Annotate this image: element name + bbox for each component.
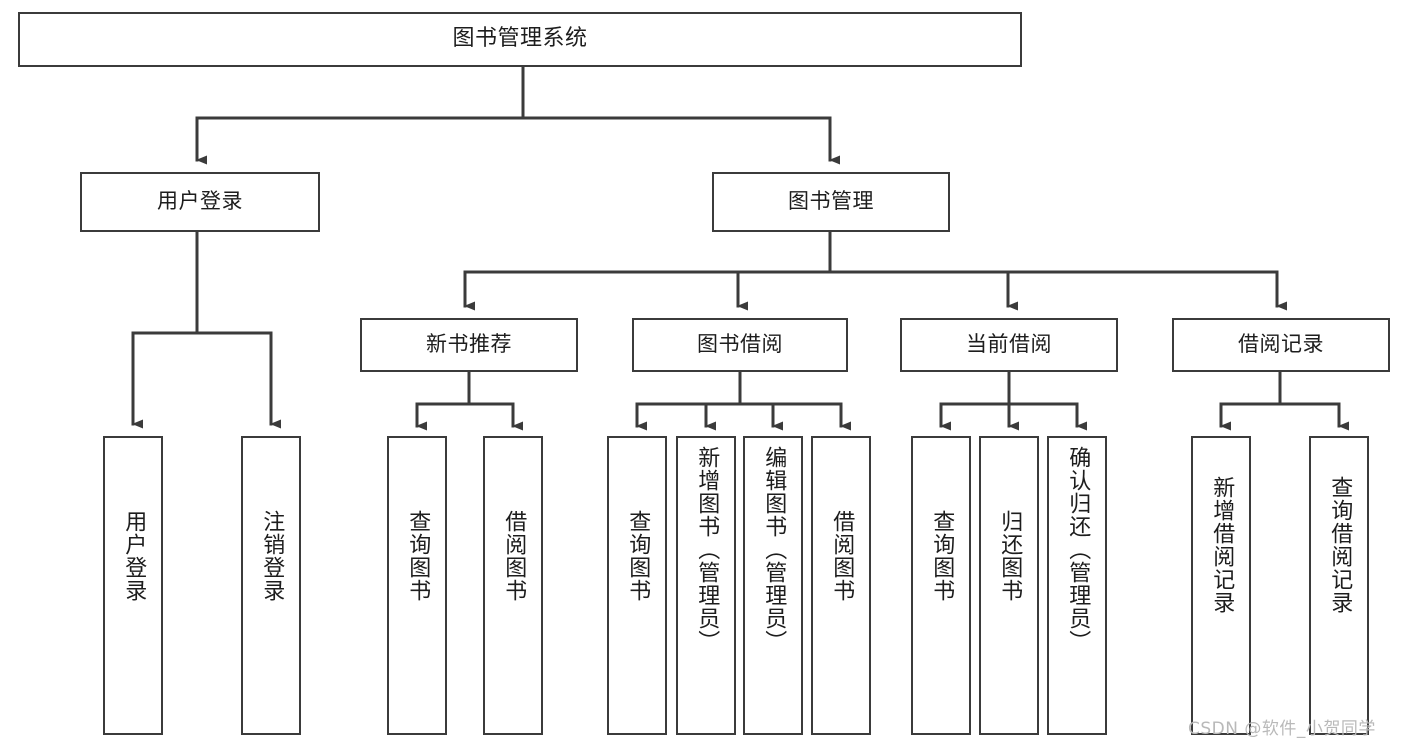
watermark: CSDN @软件_小贺同学 bbox=[1188, 719, 1376, 739]
leaf-add-record-label: 新增借阅记录 bbox=[1209, 476, 1235, 614]
leaf-return-book[interactable]: 归还图书 bbox=[979, 436, 1039, 735]
leaf-logout-login[interactable]: 注销登录 bbox=[241, 436, 301, 735]
leaf-borrow-book-2-label: 借阅图书 bbox=[829, 510, 855, 602]
leaf-query-book-1-label: 查询图书 bbox=[405, 510, 431, 602]
leaf-edit-book-label: 编辑图书（管理员） bbox=[761, 446, 787, 653]
leaf-add-book[interactable]: 新增图书（管理员） bbox=[676, 436, 736, 735]
node-root[interactable]: 图书管理系统 bbox=[18, 12, 1022, 67]
node-book-borrow-label: 图书借阅 bbox=[697, 332, 783, 357]
node-user-login-label: 用户登录 bbox=[157, 189, 243, 214]
leaf-query-book-3-label: 查询图书 bbox=[929, 510, 955, 602]
node-book-manage[interactable]: 图书管理 bbox=[712, 172, 950, 232]
leaf-query-book-2-label: 查询图书 bbox=[625, 510, 651, 602]
leaf-query-record-label: 查询借阅记录 bbox=[1327, 476, 1353, 614]
leaf-borrow-book-1[interactable]: 借阅图书 bbox=[483, 436, 543, 735]
leaf-confirm-return-label: 确认归还（管理员） bbox=[1065, 446, 1091, 653]
node-book-manage-label: 图书管理 bbox=[788, 189, 874, 214]
leaf-query-book-1[interactable]: 查询图书 bbox=[387, 436, 447, 735]
node-root-label: 图书管理系统 bbox=[452, 26, 588, 52]
node-borrow-record-label: 借阅记录 bbox=[1238, 332, 1324, 357]
leaf-add-book-label: 新增图书（管理员） bbox=[694, 446, 720, 653]
node-user-login[interactable]: 用户登录 bbox=[80, 172, 320, 232]
leaf-query-book-3[interactable]: 查询图书 bbox=[911, 436, 971, 735]
node-book-borrow[interactable]: 图书借阅 bbox=[632, 318, 848, 372]
node-borrow-record[interactable]: 借阅记录 bbox=[1172, 318, 1390, 372]
leaf-user-login[interactable]: 用户登录 bbox=[103, 436, 163, 735]
node-current-borrow[interactable]: 当前借阅 bbox=[900, 318, 1118, 372]
leaf-user-login-label: 用户登录 bbox=[121, 510, 147, 602]
leaf-return-book-label: 归还图书 bbox=[997, 510, 1023, 602]
node-new-book-recommend-label: 新书推荐 bbox=[426, 332, 512, 357]
leaf-borrow-book-1-label: 借阅图书 bbox=[501, 510, 527, 602]
node-new-book-recommend[interactable]: 新书推荐 bbox=[360, 318, 578, 372]
leaf-add-record[interactable]: 新增借阅记录 bbox=[1191, 436, 1251, 735]
leaf-edit-book[interactable]: 编辑图书（管理员） bbox=[743, 436, 803, 735]
leaf-borrow-book-2[interactable]: 借阅图书 bbox=[811, 436, 871, 735]
node-current-borrow-label: 当前借阅 bbox=[966, 332, 1052, 357]
leaf-query-record[interactable]: 查询借阅记录 bbox=[1309, 436, 1369, 735]
leaf-query-book-2[interactable]: 查询图书 bbox=[607, 436, 667, 735]
leaf-logout-login-label: 注销登录 bbox=[259, 510, 285, 602]
leaf-confirm-return[interactable]: 确认归还（管理员） bbox=[1047, 436, 1107, 735]
